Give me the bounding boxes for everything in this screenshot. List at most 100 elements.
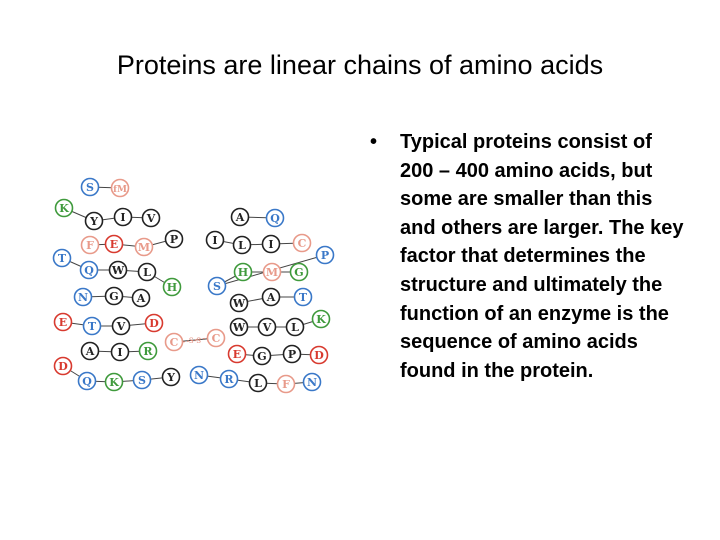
bullet-list: • Typical proteins consist of 200 – 400 …	[368, 128, 688, 385]
residue-circle	[229, 293, 249, 313]
amino-acid-residue: Y	[161, 367, 181, 387]
residue-letter: T	[88, 320, 97, 333]
amino-acid-residue: A	[230, 207, 250, 227]
residue-circle	[261, 287, 281, 307]
residue-circle	[205, 230, 225, 250]
residue-letter: D	[314, 349, 324, 362]
residue-letter: V	[146, 212, 156, 225]
amino-acid-residue: R	[138, 341, 158, 361]
amino-acid-residue: N	[302, 372, 322, 392]
residue-letter: S	[86, 181, 94, 194]
residue-letter: Y	[89, 215, 98, 228]
residue-letter: S	[213, 280, 221, 293]
amino-acid-residue: E	[227, 344, 247, 364]
residue-circle	[293, 287, 313, 307]
residue-circle	[262, 262, 282, 282]
amino-acid-residue: Q	[265, 208, 285, 228]
residue-letter: K	[109, 376, 119, 389]
residue-circle	[131, 288, 151, 308]
amino-acid-residue: A	[80, 341, 100, 361]
residue-circle	[302, 372, 322, 392]
amino-acid-residue: L	[248, 373, 268, 393]
residue-circle	[138, 341, 158, 361]
residue-letter: R	[224, 373, 234, 386]
amino-acid-residue: I	[110, 342, 130, 362]
amino-acid-residue: T	[82, 316, 102, 336]
residue-circle	[311, 309, 331, 329]
amino-acid-residue: S	[132, 370, 152, 390]
residue-letter: C	[170, 336, 179, 349]
residue-letter: Q	[84, 264, 94, 277]
residue-circle	[189, 365, 209, 385]
amino-acid-residue: E	[104, 234, 124, 254]
residue-letter: N	[307, 376, 317, 389]
amino-acid-residue: C	[292, 233, 312, 253]
amino-acid-residue: D	[309, 345, 329, 365]
amino-acid-residue: Q	[77, 371, 97, 391]
amino-acid-residue: W	[108, 260, 128, 280]
amino-acid-residue: E	[53, 312, 73, 332]
amino-acid-residue: V	[141, 208, 161, 228]
residue-circle	[134, 237, 154, 257]
amino-acid-residue: D	[144, 313, 164, 333]
residue-circle	[82, 316, 102, 336]
residue-letter: H	[167, 281, 177, 294]
residue-circle	[276, 374, 296, 394]
residue-circle	[80, 341, 100, 361]
residue-circle	[248, 373, 268, 393]
residue-circle	[161, 367, 181, 387]
residue-circle	[229, 317, 249, 337]
residue-letter: G	[257, 350, 266, 363]
amino-acid-residue: H	[233, 262, 253, 282]
residue-letter: D	[58, 360, 68, 373]
residue-circle	[54, 198, 74, 218]
amino-acid-residue: M	[134, 237, 154, 257]
residue-circle	[206, 328, 226, 348]
residue-letter: V	[116, 320, 126, 333]
residue-letter: F	[282, 378, 290, 391]
residue-letter: A	[235, 211, 245, 224]
residue-letter: I	[117, 346, 122, 359]
residue-letter: P	[288, 348, 296, 361]
residue-circle	[219, 369, 239, 389]
residue-circle	[53, 356, 73, 376]
residue-circle	[265, 208, 285, 228]
residue-circle	[261, 234, 281, 254]
residue-circle	[207, 276, 227, 296]
amino-acid-residue: W	[229, 317, 249, 337]
amino-acid-residue: Q	[79, 260, 99, 280]
residue-circle	[144, 313, 164, 333]
residue-letter: E	[233, 348, 241, 361]
amino-acid-residue: S	[207, 276, 227, 296]
residue-circle	[227, 344, 247, 364]
residue-circle	[309, 345, 329, 365]
amino-acid-residue: I	[113, 207, 133, 227]
residue-letter: C	[298, 237, 307, 250]
amino-acid-residue: P	[164, 229, 184, 249]
residue-letter: M	[138, 241, 150, 254]
residue-circle	[110, 178, 130, 198]
residue-circle	[282, 344, 302, 364]
amino-acid-residue: C	[164, 332, 184, 352]
amino-acid-residue: M	[262, 262, 282, 282]
residue-circle	[73, 287, 93, 307]
residue-circle	[104, 372, 124, 392]
amino-acid-residue: N	[73, 287, 93, 307]
residue-circle	[232, 235, 252, 255]
residue-letter: W	[232, 297, 246, 310]
residue-letter: L	[291, 321, 299, 334]
amino-acid-residue: R	[219, 369, 239, 389]
amino-acid-residue: I	[261, 234, 281, 254]
bullet-text: Typical proteins consist of 200 – 400 am…	[400, 131, 684, 382]
residue-letter: A	[266, 291, 276, 304]
slide-title: Proteins are linear chains of amino acid…	[116, 50, 604, 80]
bullet-marker: •	[370, 131, 378, 153]
amino-acid-residue: K	[104, 372, 124, 392]
residue-circle	[80, 177, 100, 197]
residue-circle	[77, 371, 97, 391]
residue-letter: P	[321, 249, 329, 262]
residue-circle	[108, 260, 128, 280]
amino-acid-residue: Y	[84, 211, 104, 231]
residue-circle	[252, 346, 272, 366]
